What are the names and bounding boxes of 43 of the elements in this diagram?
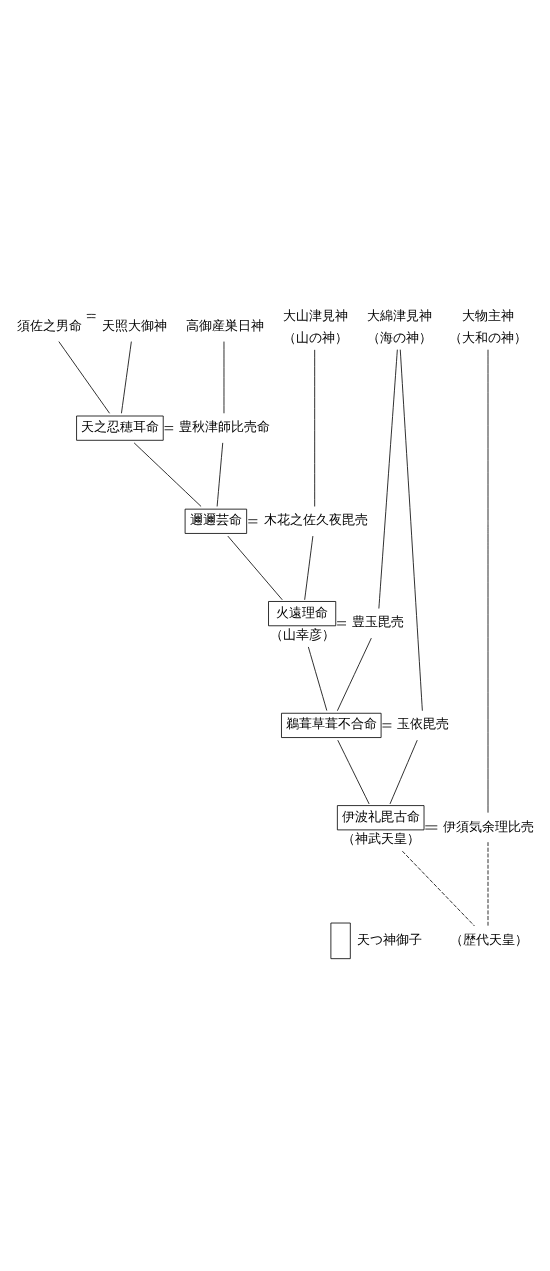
node-box: 天之忍穂耳命 xyxy=(76,415,164,441)
node-text: 高御産巣日神 xyxy=(185,318,264,333)
node-box: 伊波礼毘古命 xyxy=(336,805,425,831)
node-text: 豊玉毘売 xyxy=(351,614,404,630)
connector xyxy=(133,442,202,507)
legend-label: 天つ神御子 xyxy=(356,931,422,947)
node-text: 大物主神 xyxy=(462,308,515,324)
node-text: 須佐之男命 xyxy=(17,318,83,333)
connector xyxy=(336,621,347,626)
connector xyxy=(216,442,224,507)
node-text: 大綿津見神 xyxy=(367,308,433,324)
connector xyxy=(304,535,314,601)
connector xyxy=(399,349,423,712)
node-text: （歴代天皇） xyxy=(449,931,528,947)
node-label: （山の神） xyxy=(282,330,348,346)
connector xyxy=(307,646,328,711)
connector xyxy=(336,637,372,712)
node-text: 玉依毘売 xyxy=(397,716,450,732)
node-text: 大山津見神 xyxy=(283,308,349,324)
connector xyxy=(382,723,392,728)
node-label: （海の神） xyxy=(366,330,432,346)
connector xyxy=(247,519,258,524)
node-box: 邇邇芸命 xyxy=(184,508,248,534)
connector xyxy=(58,341,110,414)
node-box: 鵜葺草葺不合命 xyxy=(281,712,382,738)
node-label: （山幸彦） xyxy=(270,627,336,643)
connector xyxy=(164,426,174,431)
connector xyxy=(424,825,438,830)
node-label: （大和の神） xyxy=(449,330,528,346)
node-text: 伊須気余理比売 xyxy=(443,818,535,834)
node-text: 木花之佐久夜毘売 xyxy=(263,512,368,528)
connector xyxy=(86,313,97,319)
connector xyxy=(121,341,132,414)
connector xyxy=(401,850,475,927)
node-text: 豊秋津師比売命 xyxy=(179,419,271,435)
node-label: （神武天皇） xyxy=(342,831,421,847)
connector xyxy=(378,349,398,609)
connector xyxy=(389,739,418,805)
connector xyxy=(337,739,370,805)
connector xyxy=(314,349,316,507)
connector xyxy=(227,535,283,601)
node-box: 火遠理命 xyxy=(268,601,337,627)
node-text: 天照大御神 xyxy=(101,318,167,333)
